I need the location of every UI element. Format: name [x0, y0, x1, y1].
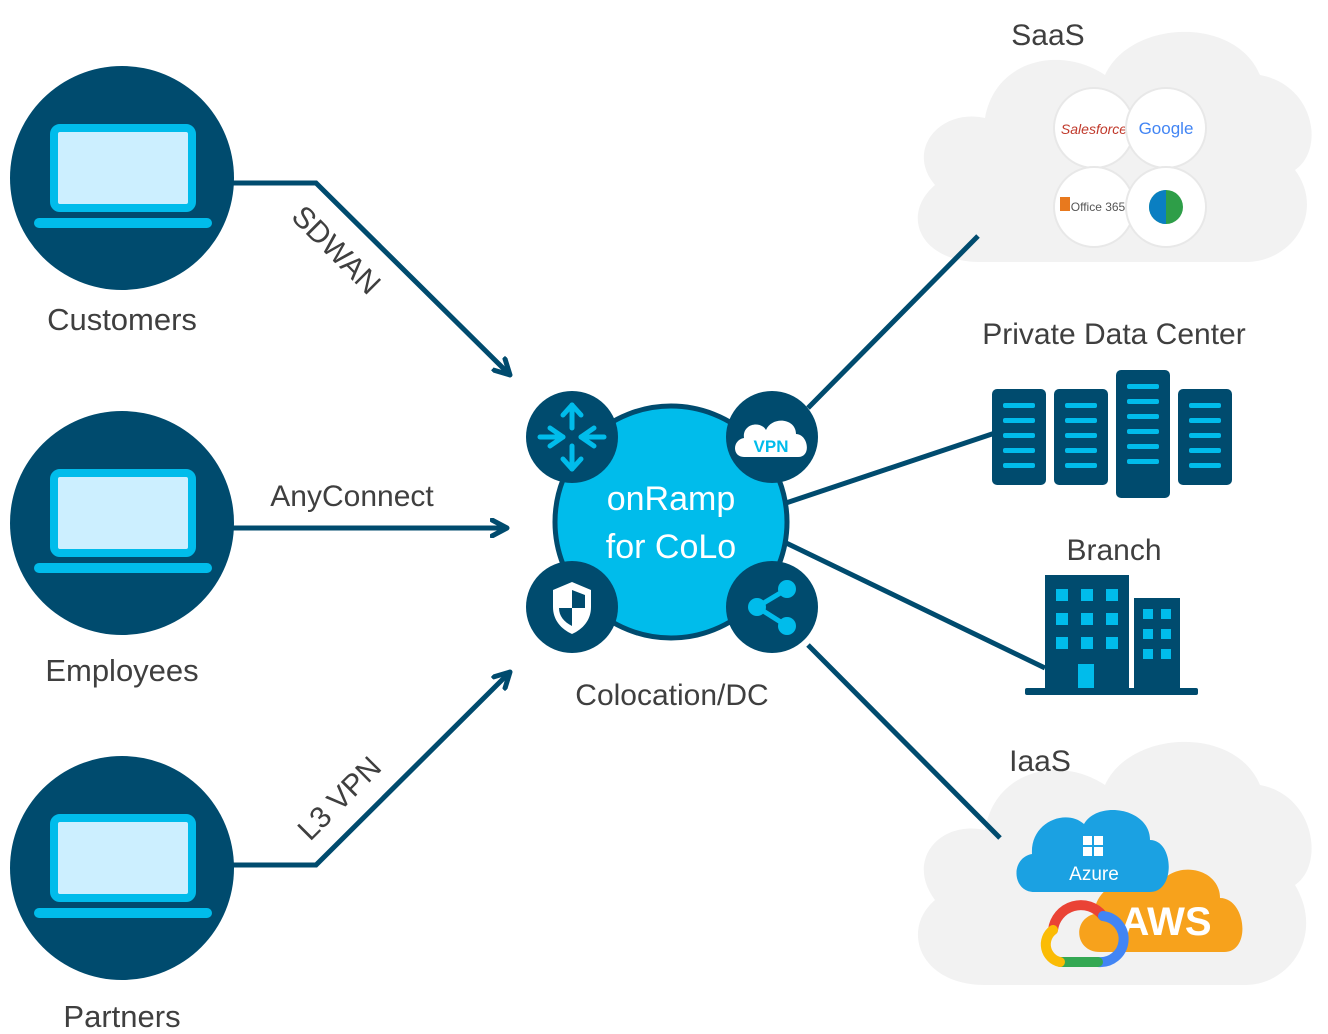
router-icon	[526, 391, 618, 483]
share-icon	[726, 561, 818, 653]
salesforce-logo: Salesforce	[1053, 87, 1135, 169]
anyconnect-label: AnyConnect	[270, 480, 434, 513]
windows-icon	[1083, 836, 1103, 856]
private-dc-label: Private Data Center	[982, 318, 1245, 351]
office365-logo: Office 365	[1053, 166, 1135, 248]
server-rack-icon	[992, 370, 1232, 498]
customers-label: Customers	[47, 302, 197, 337]
security-shield-icon	[526, 561, 618, 653]
private-dc-link	[779, 430, 996, 508]
saas-app-icons: Salesforce Google Office 365	[1053, 87, 1207, 248]
user-customers	[10, 66, 234, 290]
user-partners	[10, 756, 234, 980]
svg-text:Google: Google	[1139, 119, 1194, 138]
laptop-icon	[34, 124, 212, 228]
saas-link	[806, 234, 980, 410]
sdwan-label: SDWAN	[285, 200, 387, 302]
azure-cloud-logo: Azure	[1016, 810, 1169, 892]
laptop-icon	[34, 814, 212, 918]
hub-caption: Colocation/DC	[575, 679, 768, 712]
branch-link	[778, 537, 1047, 671]
aws-text: AWS	[1120, 900, 1211, 944]
vpn-cloud-icon: VPN	[726, 391, 818, 483]
azure-text: Azure	[1069, 864, 1119, 885]
svg-text:Office 365: Office 365	[1071, 200, 1126, 214]
branch-label: Branch	[1066, 534, 1161, 567]
hub-title-line2: for CoLo	[606, 528, 736, 566]
connections	[232, 180, 1047, 868]
hub-title-line1: onRamp	[607, 480, 736, 518]
google-logo: Google	[1125, 87, 1207, 169]
l3vpn-arrow	[232, 672, 510, 868]
building-icon	[1025, 575, 1198, 695]
vpn-badge-text: VPN	[754, 437, 789, 456]
onramp-hub: onRamp for CoLo	[552, 403, 790, 641]
svg-text:Salesforce: Salesforce	[1061, 121, 1127, 137]
employees-label: Employees	[45, 653, 198, 688]
sdwan-arrow	[232, 180, 510, 375]
user-employees	[10, 411, 234, 635]
saas-label: SaaS	[1011, 19, 1084, 52]
webex-logo	[1125, 166, 1207, 248]
iaas-label: IaaS	[1009, 745, 1071, 778]
iaas-link	[806, 643, 1002, 840]
partners-label: Partners	[63, 999, 180, 1034]
laptop-icon	[34, 469, 212, 573]
google-cloud-icon	[1040, 900, 1129, 968]
l3vpn-label: L3 VPN	[292, 751, 388, 847]
